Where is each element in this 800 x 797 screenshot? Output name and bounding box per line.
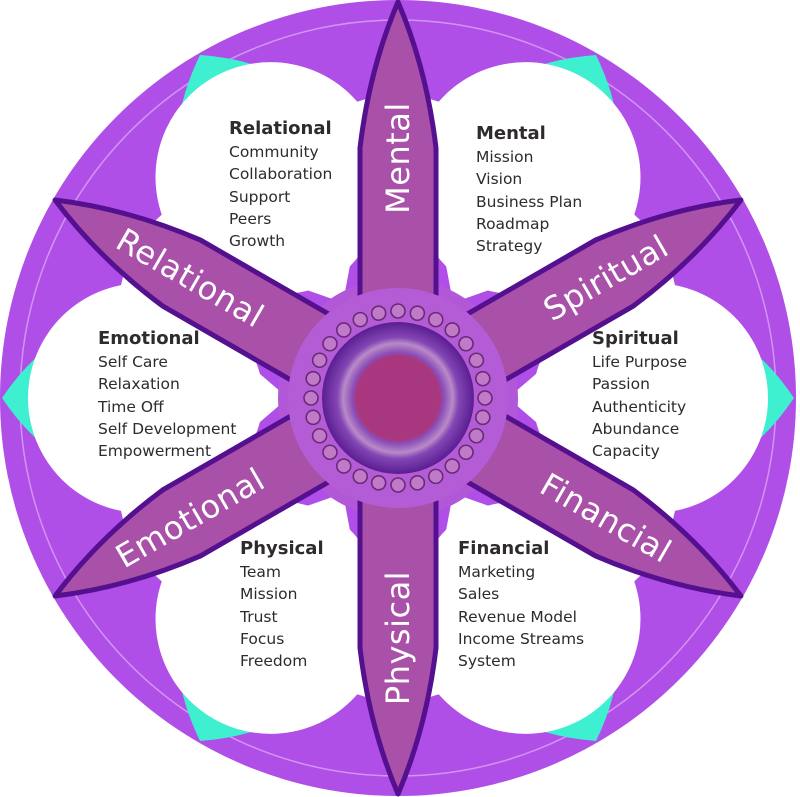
spoke-label-physical: Physical bbox=[379, 571, 417, 705]
section-item: Self Development bbox=[98, 419, 237, 438]
hub-bead bbox=[335, 322, 352, 338]
section-item: Focus bbox=[240, 629, 285, 648]
spoke-emotional bbox=[52, 400, 355, 599]
spoke-physical bbox=[357, 470, 439, 797]
section-item: System bbox=[458, 652, 516, 671]
section-item: Sales bbox=[458, 585, 500, 604]
section-item: Authenticity bbox=[592, 397, 687, 416]
lobe-background bbox=[418, 502, 608, 693]
section-mental: Mental Mission Vision Business Plan Road… bbox=[476, 123, 582, 257]
section-item: Peers bbox=[229, 209, 272, 228]
spoke-spiritual bbox=[441, 197, 744, 396]
hub-bead bbox=[458, 335, 474, 352]
section-item: Passion bbox=[592, 375, 650, 394]
hub-bead bbox=[335, 458, 352, 474]
hub-bead bbox=[303, 390, 319, 406]
hub-bead bbox=[427, 468, 444, 485]
section-item: Relaxation bbox=[98, 375, 180, 394]
hub-bead bbox=[311, 427, 328, 444]
hub-bead bbox=[352, 311, 369, 328]
hub-bead bbox=[409, 475, 426, 491]
section-item: Life Purpose bbox=[592, 353, 688, 371]
section-item: Income Streams bbox=[458, 629, 585, 648]
hub-bead bbox=[477, 390, 493, 406]
hub-bead bbox=[390, 303, 406, 319]
section-title: Emotional bbox=[98, 328, 200, 349]
hub-bead bbox=[390, 477, 406, 493]
lobe-background bbox=[533, 303, 723, 493]
section-item: Vision bbox=[476, 170, 523, 189]
hub-bead bbox=[427, 311, 444, 328]
section-title: Physical bbox=[240, 538, 324, 559]
section-item: Mission bbox=[240, 585, 298, 604]
section-item: Self Care bbox=[98, 353, 168, 371]
section-item: Support bbox=[229, 187, 291, 206]
section-financial: Financial Marketing Sales Revenue Model … bbox=[458, 538, 584, 672]
section-relational: Relational Community Collaboration Suppo… bbox=[229, 118, 332, 252]
hub-bead bbox=[370, 305, 387, 321]
hub-bead bbox=[322, 335, 338, 352]
section-item: Empowerment bbox=[98, 442, 212, 461]
section-physical: Physical Team Mission Trust Focus Freedo… bbox=[240, 538, 324, 672]
section-title: Relational bbox=[229, 118, 332, 139]
hub-bead bbox=[311, 352, 328, 369]
section-item: Roadmap bbox=[476, 214, 550, 233]
section-spiritual: Spiritual Life Purpose Passion Authentic… bbox=[592, 328, 687, 462]
hub-bead bbox=[475, 409, 491, 426]
hub-bead bbox=[444, 322, 461, 338]
lobe-background bbox=[418, 103, 608, 294]
hub-bead bbox=[305, 370, 321, 387]
hub-bead bbox=[409, 305, 426, 321]
hub-center bbox=[363, 363, 433, 433]
section-item: Growth bbox=[229, 232, 286, 251]
section-title: Financial bbox=[458, 538, 550, 559]
section-item: Abundance bbox=[592, 419, 680, 438]
hub-bead bbox=[322, 444, 338, 461]
section-item: Marketing bbox=[458, 563, 536, 581]
section-item: Community bbox=[229, 143, 319, 161]
lobe-background bbox=[188, 103, 378, 294]
lobe-background bbox=[73, 303, 263, 493]
spoke-mental bbox=[357, 0, 439, 326]
section-item: Capacity bbox=[592, 442, 660, 461]
spoke-financial bbox=[441, 400, 744, 599]
section-item: Collaboration bbox=[229, 165, 333, 184]
section-item: Strategy bbox=[476, 237, 543, 256]
section-item: Freedom bbox=[240, 652, 308, 671]
section-item: Business Plan bbox=[476, 192, 583, 211]
hub-bead bbox=[468, 352, 485, 369]
section-item: Team bbox=[240, 563, 281, 581]
hub-bead bbox=[370, 475, 387, 491]
hub-bead bbox=[458, 444, 474, 461]
hub-bead bbox=[475, 370, 491, 387]
spoke-label-mental: Mental bbox=[379, 102, 417, 214]
section-item: Trust bbox=[240, 607, 278, 626]
hub-bead bbox=[305, 409, 321, 426]
hub-bead bbox=[444, 458, 461, 474]
section-title: Spiritual bbox=[592, 328, 679, 349]
spoke-relational bbox=[52, 197, 355, 396]
lobe-background bbox=[188, 502, 378, 693]
section-item: Time Off bbox=[98, 397, 164, 416]
section-title: Mental bbox=[476, 123, 546, 144]
hub-bead bbox=[468, 427, 485, 444]
section-item: Revenue Model bbox=[458, 607, 577, 626]
section-emotional: Emotional Self Care Relaxation Time Off … bbox=[98, 328, 236, 462]
section-item: Mission bbox=[476, 148, 534, 166]
hub-bead bbox=[352, 468, 369, 485]
